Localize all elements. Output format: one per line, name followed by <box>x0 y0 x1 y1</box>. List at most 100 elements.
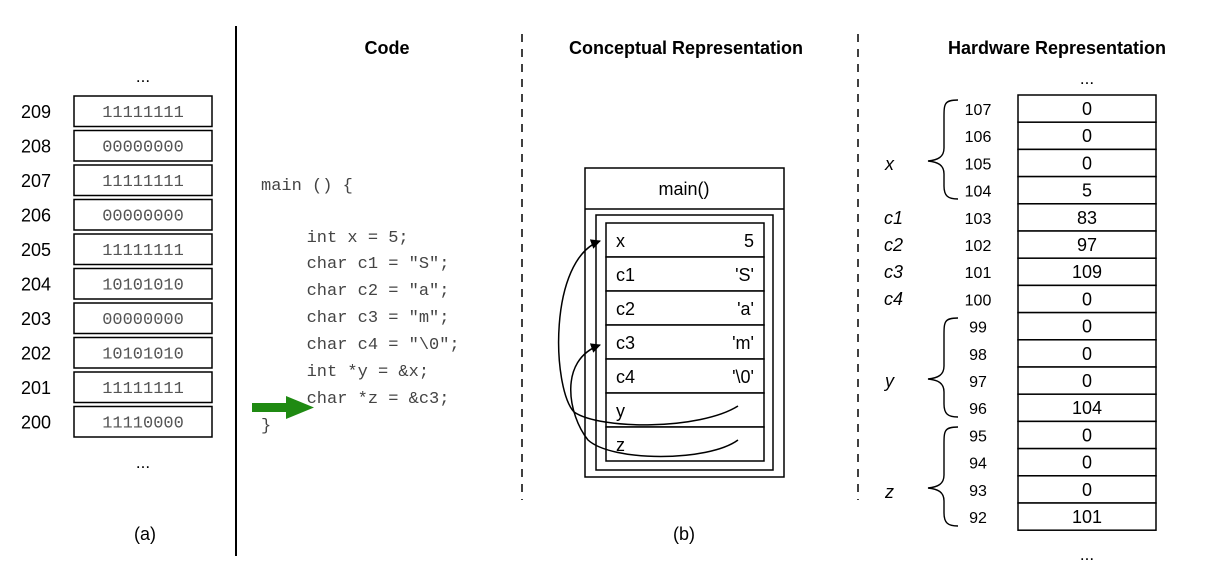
hw-value: 0 <box>1082 126 1092 146</box>
hw-value: 0 <box>1082 289 1092 309</box>
var-label-c3: c3 <box>884 262 903 282</box>
hardware-heading: Hardware Representation <box>948 38 1166 58</box>
hw-address: 92 <box>969 510 987 527</box>
code-listing: main () { int x = 5; char c1 = "S"; char… <box>252 177 460 436</box>
variable-cell: c3'm' <box>605 324 765 360</box>
hw-memory-row: 103 83 <box>965 203 1157 232</box>
memory-cell <box>73 371 213 404</box>
memory-address: 200 <box>21 413 51 433</box>
memory-address: 203 <box>21 309 51 329</box>
hw-address: 97 <box>969 374 987 391</box>
hw-memory-row: 98 0 <box>969 339 1157 368</box>
hw-value: 0 <box>1082 99 1092 119</box>
brace-y-icon <box>927 317 959 418</box>
hw-memory-row: 94 0 <box>969 447 1157 477</box>
hw-address: 105 <box>965 156 992 173</box>
variable-value: 'm' <box>732 333 754 353</box>
hw-address: 99 <box>969 320 987 337</box>
memory-cell <box>73 267 213 300</box>
caption-a: (a) <box>134 524 156 544</box>
hw-address: 104 <box>965 184 992 201</box>
variable-cell: c4 '\0' <box>605 358 765 394</box>
variable-name: c4 <box>616 367 635 387</box>
hw-value: 0 <box>1082 344 1092 364</box>
code-line: main () { <box>261 177 353 196</box>
variable-value: 'a' <box>737 299 754 319</box>
var-label-y: y <box>883 371 895 391</box>
memory-cell <box>73 129 213 162</box>
hw-memory-row: 106 0 <box>965 121 1157 151</box>
hw-value: 83 <box>1077 208 1097 228</box>
hw-memory-cell <box>1017 311 1157 341</box>
hw-memory-cell <box>1017 447 1157 477</box>
hw-address: 100 <box>965 292 992 309</box>
code-line: char c3 = "m"; <box>276 309 449 328</box>
var-label-c1: c1 <box>884 208 903 228</box>
memory-cell <box>73 198 213 231</box>
hw-memory-cell <box>1017 148 1157 178</box>
memory-bits: 00000000 <box>102 311 184 330</box>
memory-address: 208 <box>21 137 51 157</box>
variable-cell: c2'a' <box>605 290 765 326</box>
variable-cell: y <box>605 392 765 428</box>
hw-value: 0 <box>1082 317 1092 337</box>
memory-cell <box>73 95 213 128</box>
variable-box <box>605 222 765 258</box>
hw-memory-cell <box>1017 284 1157 314</box>
brace-z-icon <box>927 426 959 527</box>
hw-memory-cell <box>1017 94 1157 123</box>
hw-address: 93 <box>969 483 987 500</box>
var-label-z: z <box>884 482 894 502</box>
hw-address: 106 <box>965 129 992 146</box>
memory-cell <box>73 336 213 369</box>
hw-memory-row: 99 0 <box>969 311 1157 341</box>
hw-value: 0 <box>1082 453 1092 473</box>
memory-bits: 00000000 <box>102 139 184 158</box>
memory-bits: 11111111 <box>102 173 184 192</box>
variable-name: c1 <box>616 265 635 285</box>
variable-name: x <box>616 231 625 251</box>
hw-address: 94 <box>969 456 987 473</box>
hw-address: 98 <box>969 347 987 364</box>
hw-memory-cell <box>1017 502 1157 531</box>
hw-value: 0 <box>1082 425 1092 445</box>
variable-box <box>605 324 765 360</box>
hw-memory-cell <box>1017 339 1157 368</box>
code-line: char *z = &c3; <box>276 390 449 409</box>
hw-address: 102 <box>965 238 992 255</box>
hw-memory-row: 92 101 <box>969 502 1157 531</box>
variable-value: 5 <box>744 231 754 251</box>
var-label-x: x <box>884 154 895 174</box>
hw-address: 103 <box>965 211 992 228</box>
caption-b: (b) <box>673 524 695 544</box>
memory-bits: 11111111 <box>102 104 184 123</box>
var-label-c2: c2 <box>884 235 903 255</box>
hw-address: 95 <box>969 428 987 445</box>
memory-cell <box>73 302 213 335</box>
var-label-c4: c4 <box>884 289 903 309</box>
hw-value: 101 <box>1072 507 1102 527</box>
hw-address: 96 <box>969 401 987 418</box>
memory-cell <box>73 233 213 266</box>
stack-frame <box>584 167 785 478</box>
variables-box <box>595 214 774 471</box>
code-heading: Code <box>365 38 410 58</box>
hw-address: 101 <box>965 265 992 282</box>
variable-value: '\0' <box>732 367 754 387</box>
code-line: char c4 = "\0"; <box>276 336 460 355</box>
